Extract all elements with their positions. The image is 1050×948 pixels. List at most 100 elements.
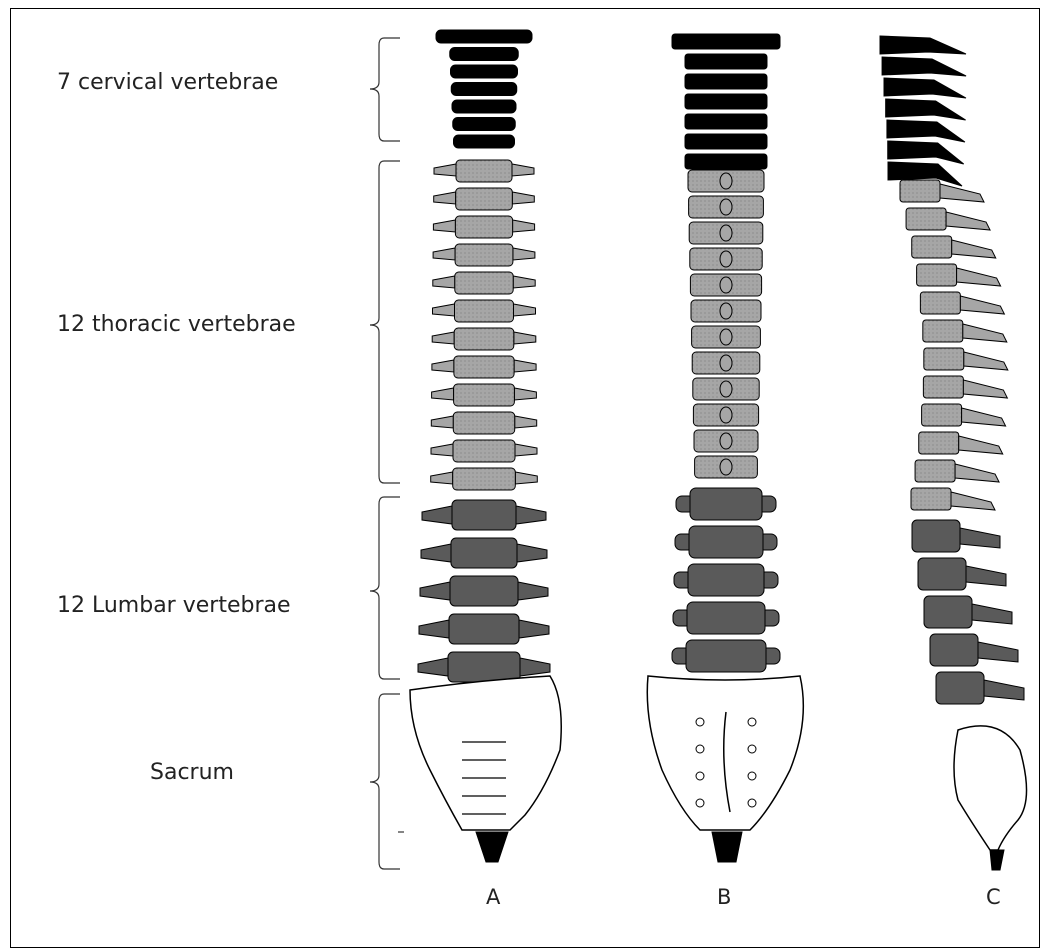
thoracic-process [513, 220, 535, 232]
cervical-vertebra [685, 54, 767, 69]
lumbar-process [422, 506, 452, 524]
coccyx [712, 832, 742, 862]
thoracic-process [433, 248, 455, 260]
lumbar-process [517, 544, 547, 562]
thoracic-texture [454, 328, 514, 350]
spinous-process [940, 184, 984, 202]
spinous-process [720, 355, 732, 371]
thoracic-texture [917, 264, 957, 286]
thoracic-process [433, 220, 455, 232]
spinous-process [960, 296, 1004, 314]
cervical-vertebra [888, 141, 964, 164]
thoracic-texture [456, 160, 512, 182]
lumbar-vertebra [451, 538, 517, 568]
spinous-process [957, 268, 1001, 286]
thoracic-process [512, 192, 534, 204]
sacral-foramen [748, 718, 756, 726]
lumbar-process [966, 566, 1006, 586]
sacral-foramen [696, 772, 704, 780]
spinous-process [962, 408, 1006, 426]
thoracic-process [514, 332, 536, 344]
thoracic-process [432, 360, 454, 372]
cervical-vertebra [882, 57, 966, 76]
lumbar-vertebra [450, 576, 518, 606]
lumbar-process [519, 620, 549, 638]
spine-view-b [647, 34, 803, 862]
thoracic-process [514, 360, 536, 372]
cervical-vertebra [685, 94, 767, 109]
thoracic-texture [455, 244, 513, 266]
thoracic-texture [453, 468, 516, 490]
spinous-process [720, 433, 732, 449]
cervical-vertebra [454, 135, 515, 148]
thoracic-texture [455, 300, 514, 322]
thoracic-texture [920, 292, 960, 314]
spinous-process [720, 407, 732, 423]
lumbar-process [984, 680, 1024, 700]
thoracic-process [433, 276, 455, 288]
spinous-process [959, 436, 1003, 454]
thoracic-texture [455, 272, 513, 294]
coccyx [476, 832, 508, 862]
cervical-vertebra [450, 48, 519, 61]
lumbar-process [420, 582, 450, 600]
spinous-process [963, 324, 1007, 342]
thoracic-texture [923, 320, 963, 342]
spinous-process [720, 251, 732, 267]
thoracic-process [434, 164, 456, 176]
spine-view-c [880, 36, 1027, 870]
lumbar-process [421, 544, 451, 562]
lumbar-vertebra [918, 558, 966, 590]
sacral-foramen [748, 799, 756, 807]
lumbar-vertebra [930, 634, 978, 666]
thoracic-texture [453, 412, 514, 434]
thoracic-texture [922, 404, 962, 426]
cervical-vertebra [436, 30, 532, 43]
spine-illustration [0, 0, 1050, 929]
sacrum [647, 676, 803, 830]
spinous-process [946, 212, 990, 230]
spinous-process [951, 492, 995, 510]
lumbar-process [978, 642, 1018, 662]
lumbar-vertebra [912, 520, 960, 552]
cervical-brace [370, 38, 400, 141]
thoracic-process [514, 304, 536, 316]
thoracic-texture [900, 180, 940, 202]
sacral-foramen [696, 799, 704, 807]
thoracic-texture [906, 208, 946, 230]
thoracic-process [431, 472, 453, 484]
thoracic-texture [915, 460, 955, 482]
cervical-vertebra [672, 34, 780, 49]
spinous-process [720, 277, 732, 293]
lumbar-vertebra [690, 488, 762, 520]
thoracic-process [432, 332, 454, 344]
lumbar-brace [370, 497, 400, 679]
spinous-process [955, 464, 999, 482]
spine-view-a [410, 30, 561, 862]
thoracic-texture [912, 236, 952, 258]
lumbar-process [972, 604, 1012, 624]
sacral-foramen [748, 772, 756, 780]
spinous-process [720, 303, 732, 319]
thoracic-texture [454, 356, 514, 378]
thoracic-process [433, 304, 455, 316]
spinous-process [720, 199, 732, 215]
thoracic-texture [923, 376, 963, 398]
sacral-foramen [696, 718, 704, 726]
cervical-vertebra [451, 83, 517, 96]
spinous-process [720, 329, 732, 345]
sacrum-brace [370, 694, 404, 869]
lumbar-process [516, 506, 546, 524]
cervical-vertebra [451, 65, 518, 78]
spinous-process [720, 173, 732, 189]
thoracic-process [431, 416, 453, 428]
thoracic-texture [455, 216, 512, 238]
lumbar-vertebra [448, 652, 520, 682]
thoracic-texture [924, 348, 964, 370]
lumbar-vertebra [687, 602, 765, 634]
lumbar-vertebra [686, 640, 766, 672]
thoracic-process [512, 164, 534, 176]
spinous-process [720, 459, 732, 475]
lumbar-process [520, 658, 550, 676]
lumbar-process [960, 528, 1000, 548]
